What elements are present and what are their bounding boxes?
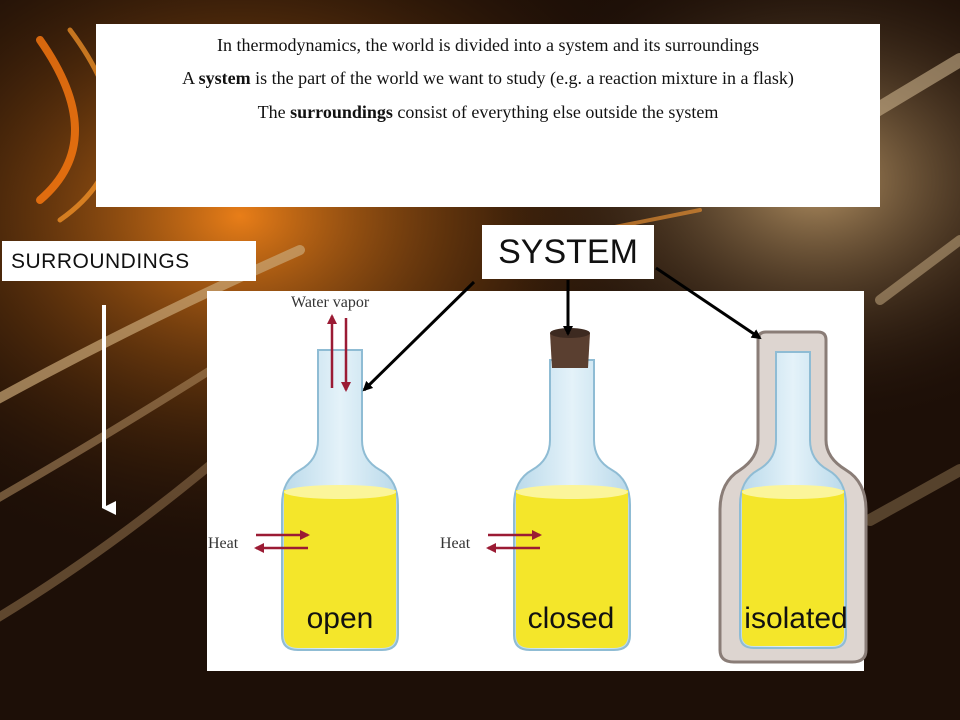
heat-label-open: Heat xyxy=(208,535,239,552)
cork-stopper xyxy=(550,333,590,368)
closed-label: closed xyxy=(528,602,615,635)
intro-line-2-term: system xyxy=(198,68,251,89)
isolated-flask-liquid xyxy=(742,490,844,646)
system-arrow-isolated xyxy=(655,266,762,340)
open-label: open xyxy=(307,602,374,635)
heat-label-closed: Heat xyxy=(440,535,471,552)
intro-line-1: In thermodynamics, the world is divided … xyxy=(217,35,759,55)
heat-arrows-closed xyxy=(486,530,542,553)
intro-text-box: In thermodynamics, the world is divided … xyxy=(96,24,880,207)
heat-arrows-open xyxy=(254,530,310,553)
intro-line-2-pre: A xyxy=(182,68,199,89)
open-flask-liquid xyxy=(284,490,396,648)
isolated-flask xyxy=(718,330,868,664)
system-label: SYSTEM xyxy=(482,225,654,279)
intro-line-3-post: consist of everything else outside the s… xyxy=(392,101,719,122)
closed-flask xyxy=(513,328,631,651)
vapor-arrows xyxy=(327,314,351,392)
intro-line-3: The surroundings consist of everything e… xyxy=(110,101,866,124)
water-vapor-label: Water vapor xyxy=(291,294,370,311)
intro-line-2-post: is the part of the world we want to stud… xyxy=(250,68,794,89)
open-flask xyxy=(281,349,399,651)
system-arrow-open xyxy=(362,280,476,392)
surroundings-label: SURROUNDINGS xyxy=(2,241,256,281)
intro-line-3-pre: The xyxy=(257,101,291,122)
intro-line-3-term: surroundings xyxy=(290,101,393,122)
isolated-label: isolated xyxy=(744,602,847,635)
intro-line-2: A system is the part of the world we wan… xyxy=(110,67,866,90)
closed-flask-liquid xyxy=(516,490,628,648)
